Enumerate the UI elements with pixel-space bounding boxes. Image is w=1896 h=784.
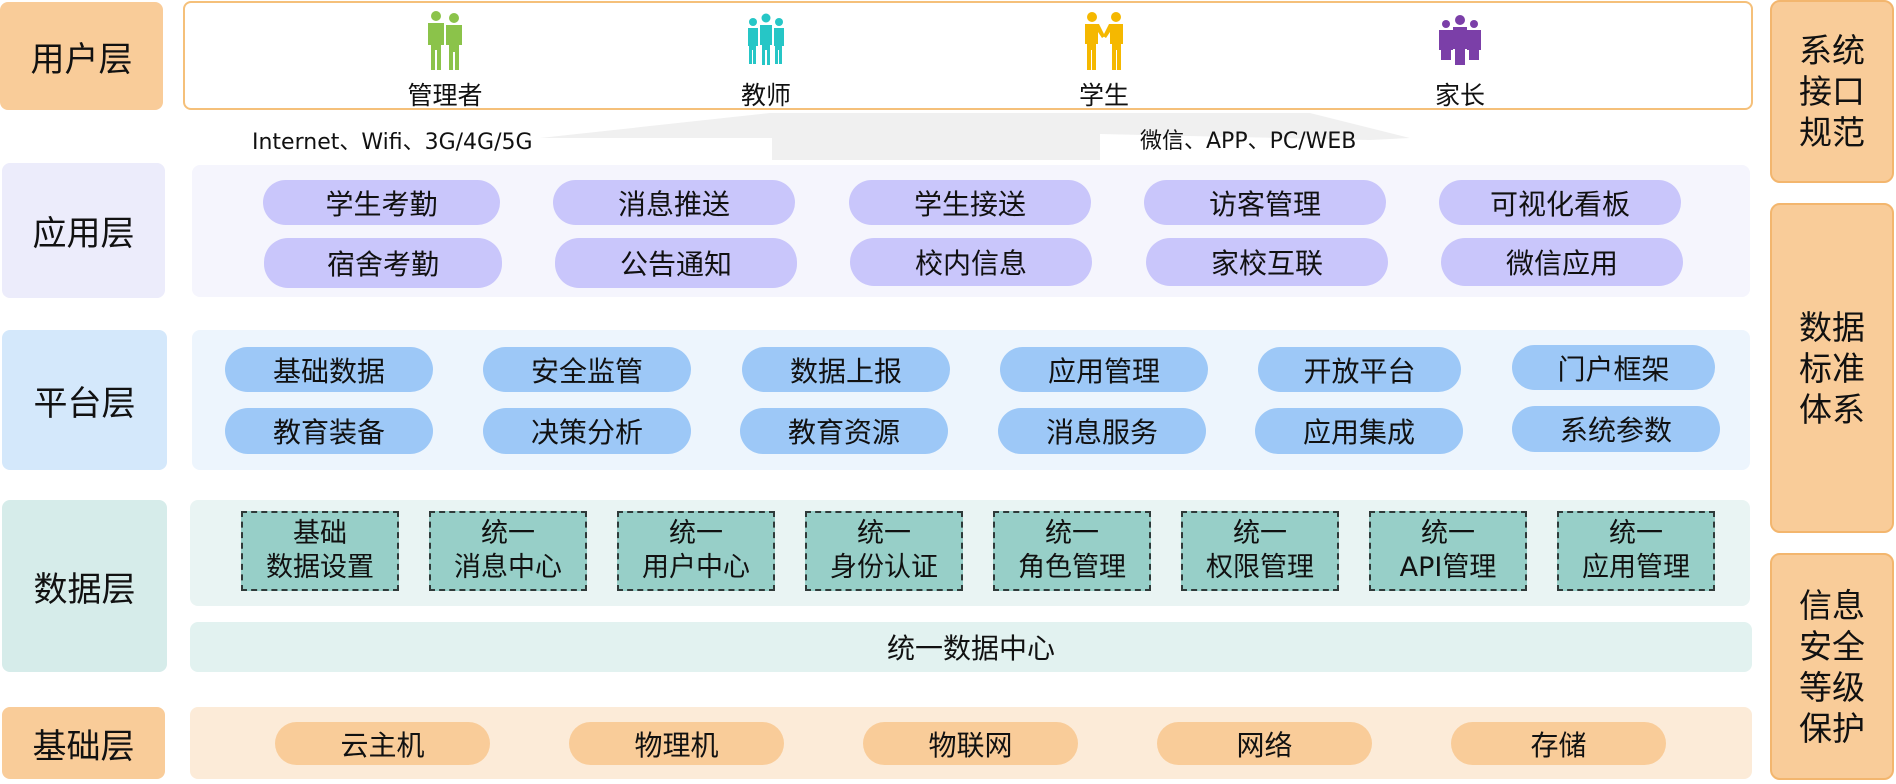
data-box: 统一 用户中心 — [617, 511, 775, 591]
data-box: 统一 角色管理 — [993, 511, 1151, 591]
layer-label-app: 应用层 — [2, 163, 165, 298]
infra-pill: 存储 — [1451, 722, 1666, 765]
unified-data-center: 统一数据中心 — [190, 622, 1752, 672]
side-panel-security-protection: 信息 安全 等级 保护 — [1770, 553, 1894, 780]
platform-pill: 教育资源 — [740, 408, 948, 454]
data-box: 统一 API管理 — [1369, 511, 1527, 591]
student-handshake-icon — [1085, 12, 1123, 70]
layer-label-platform: 平台层 — [2, 330, 167, 470]
data-box: 统一 权限管理 — [1181, 511, 1339, 591]
app-pill: 学生考勤 — [263, 180, 500, 225]
app-pill: 微信应用 — [1441, 238, 1683, 286]
platform-pill: 开放平台 — [1258, 347, 1461, 392]
infra-pill: 物理机 — [569, 722, 784, 765]
network-channels-right: 微信、APP、PC/WEB — [1140, 129, 1357, 154]
user-manager: 管理者 — [395, 10, 495, 112]
platform-pill: 教育装备 — [225, 408, 433, 454]
layer-label-infra: 基础层 — [2, 707, 165, 779]
platform-pill: 系统参数 — [1512, 406, 1720, 452]
data-box: 基础 数据设置 — [241, 511, 399, 591]
layer-label-data: 数据层 — [2, 500, 167, 672]
layer-label-user: 用户层 — [0, 2, 163, 110]
user-parent-label: 家长 — [1434, 81, 1485, 110]
network-connection-arrow — [540, 113, 1410, 160]
infra-pill: 云主机 — [275, 722, 490, 765]
user-manager-label: 管理者 — [407, 81, 483, 110]
user-layer-panel — [183, 1, 1753, 110]
infra-pill: 网络 — [1157, 722, 1372, 765]
user-teacher-label: 教师 — [740, 81, 791, 110]
app-pill: 校内信息 — [850, 238, 1092, 286]
app-pill: 可视化看板 — [1439, 180, 1681, 225]
parent-group-icon — [1439, 15, 1481, 65]
platform-pill: 消息服务 — [998, 408, 1206, 454]
side-panel-data-standard: 数据 标准 体系 — [1770, 203, 1894, 533]
platform-pill: 数据上报 — [742, 347, 950, 392]
user-student: 学生 — [1054, 10, 1154, 112]
user-teacher: 教师 — [716, 10, 816, 112]
app-pill: 宿舍考勤 — [264, 238, 502, 288]
app-pill: 公告通知 — [555, 238, 797, 288]
platform-pill: 基础数据 — [225, 347, 433, 392]
platform-pill: 应用管理 — [1000, 347, 1208, 392]
app-pill: 消息推送 — [553, 180, 795, 225]
data-box: 统一 身份认证 — [805, 511, 963, 591]
platform-pill: 安全监管 — [483, 347, 691, 392]
platform-pill: 应用集成 — [1255, 408, 1463, 454]
data-box: 统一 消息中心 — [429, 511, 587, 591]
platform-pill: 决策分析 — [483, 408, 691, 454]
app-pill: 家校互联 — [1146, 238, 1388, 286]
platform-layer-panel — [192, 330, 1750, 470]
user-student-label: 学生 — [1078, 81, 1129, 110]
infra-pill: 物联网 — [863, 722, 1078, 765]
user-parent: 家长 — [1410, 10, 1510, 112]
manager-people-icon — [428, 11, 462, 70]
app-pill: 访客管理 — [1144, 180, 1386, 225]
platform-pill: 门户框架 — [1512, 345, 1715, 390]
side-panel-interface-standard: 系统 接口 规范 — [1770, 0, 1894, 183]
network-channels-left: Internet、Wifi、3G/4G/5G — [252, 130, 533, 155]
data-box: 统一 应用管理 — [1557, 511, 1715, 591]
teacher-people-icon — [748, 13, 784, 65]
app-pill: 学生接送 — [849, 180, 1091, 225]
